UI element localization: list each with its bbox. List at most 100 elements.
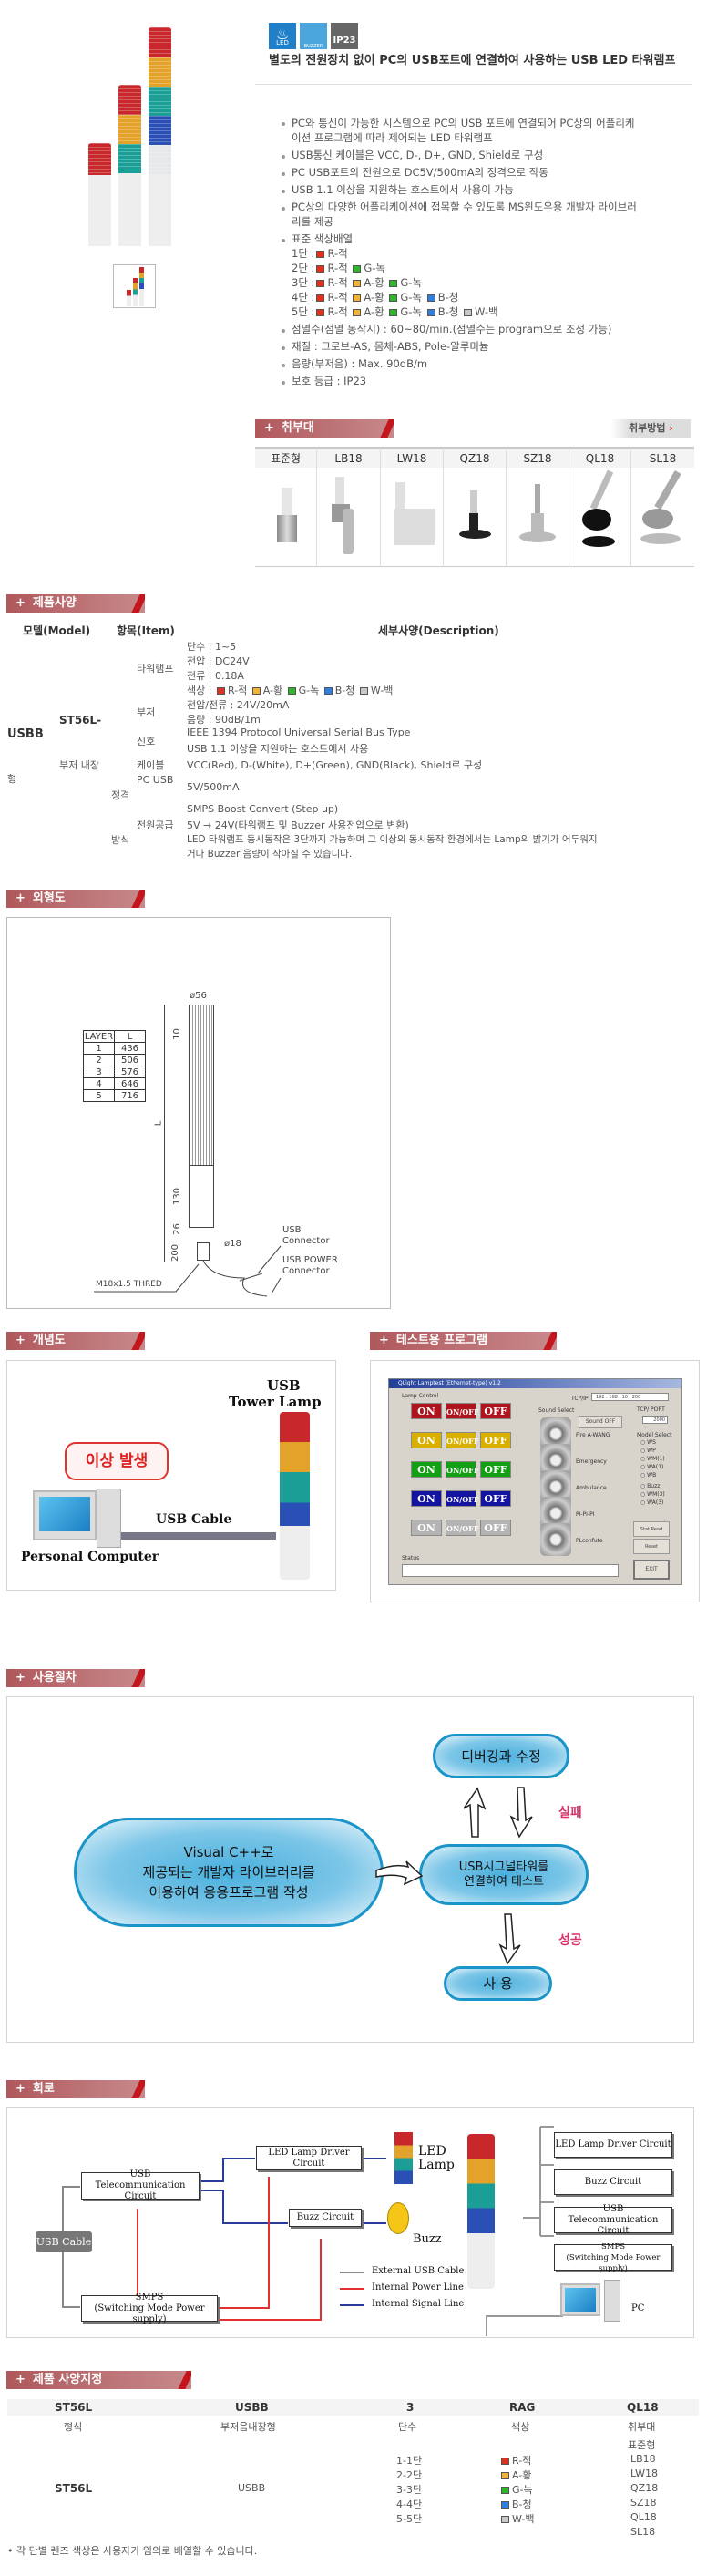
spec-model-note: 부저 내장 (59, 759, 99, 771)
model-radio[interactable]: ○ WM(1) (640, 1456, 665, 1462)
buzz-label: Buzz (413, 2232, 442, 2246)
page-title: 별도의 전원장치 없이 PC의 USB포트에 연결하여 사용하는 USB LED… (269, 54, 676, 67)
mount-image-lw18 (381, 468, 444, 567)
order-code-row (7, 2399, 699, 2416)
on-button[interactable]: ON (411, 1520, 442, 1536)
sound-select-label: Sound Select (538, 1407, 575, 1414)
legend-signal-line: Internal Signal Line (372, 2299, 465, 2309)
monitor-icon (33, 1490, 97, 1540)
model-radio[interactable]: ○ WS (640, 1439, 656, 1446)
spec-desc: LED 타워램프 동시동작은 3단까지 가능하며 그 이상의 동시동작 환경에서… (187, 834, 598, 845)
order-code: USBB (235, 2401, 269, 2414)
spec-header: 모델(Model) (23, 624, 91, 637)
model-radio[interactable]: ○ WB (640, 1472, 657, 1479)
on-button[interactable]: ON (411, 1461, 442, 1478)
model-radio[interactable]: ○ WA(3) (640, 1499, 664, 1506)
mount-col-header: QL18 (569, 447, 631, 468)
sound-label: Ambulance (576, 1485, 607, 1491)
mount-col-header: LW18 (381, 447, 444, 468)
tower-lamp-image (467, 2134, 495, 2289)
pc-tower-icon (604, 2280, 620, 2322)
mount-image-lb18 (317, 468, 381, 567)
alert-bubble: 이상 발생 (65, 1442, 169, 1480)
speaker-icon[interactable] (540, 1523, 571, 1556)
smps-box: SMPS (Switching Mode Power supply) (554, 2242, 672, 2273)
reset-button[interactable]: Reset (633, 1539, 670, 1554)
ip-input[interactable]: 192 . 168 . 10 . 200 (591, 1393, 669, 1401)
tower-lamp-image (280, 1412, 310, 1580)
spec-item: 전원공급 (137, 819, 174, 831)
concept-diagram: USB Tower Lamp 이상 발생 USB Cable Personal … (6, 1360, 336, 1591)
onoff-button[interactable]: ON/OFF (446, 1520, 479, 1536)
port-input[interactable]: 2000 (642, 1416, 668, 1424)
circuit-diagram: USB Cable USB Telecommunication Circuit … (6, 2107, 694, 2338)
buzz-circuit-box: Buzz Circuit (289, 2209, 362, 2227)
start-read-button[interactable]: Stat.Read (633, 1521, 670, 1537)
off-button[interactable]: OFF (480, 1461, 511, 1478)
model-radio[interactable]: ○ WA(1) (640, 1464, 664, 1470)
port-label: TCP/ PORT (637, 1406, 665, 1413)
mount-method-button[interactable]: 취부방법 › (610, 419, 691, 438)
tower-lamp-1tier (88, 143, 111, 246)
success-label: 성공 (558, 1933, 582, 1948)
tcpip-label: TCP/IP (571, 1396, 589, 1402)
off-button[interactable]: OFF (480, 1520, 511, 1536)
buzzer-icon: BUZZER (300, 23, 327, 49)
order-mount: QL18 (630, 2511, 657, 2523)
off-button[interactable]: OFF (480, 1403, 511, 1419)
order-mount: SZ18 (630, 2497, 657, 2509)
spec-item: 신호 (137, 736, 156, 747)
tower-label: Tower Lamp (229, 1394, 322, 1410)
order-tier: 3-3단 (396, 2484, 423, 2496)
sound-label: PI-PI-PI (576, 1511, 595, 1518)
spec-desc-colors: 색상 : R-적 A-황 G-녹 B-청 W-백 (187, 685, 394, 696)
spec-item: 방식 (111, 834, 130, 846)
section-header-order: +제품 사양지정 (6, 2371, 191, 2389)
mount-image-sz18 (507, 468, 569, 567)
feature-item: PC와 통신이 가능한 시스템으로 PC의 USB 포트에 연결되어 PC상의 … (292, 117, 635, 129)
on-button[interactable]: ON (411, 1432, 442, 1448)
spec-desc: 전류 : 0.18A (187, 670, 244, 682)
model-radio[interactable]: ○ Buzz (640, 1483, 661, 1489)
dim-label: ø18 (224, 1239, 241, 1249)
usb-cable-label: USB Cable (156, 1512, 232, 1527)
pc-label: Personal Computer (21, 1550, 159, 1564)
order-mount: QZ18 (630, 2482, 659, 2494)
off-button[interactable]: OFF (480, 1490, 511, 1507)
thumbnail[interactable] (113, 264, 156, 308)
led-driver-box: LED Lamp Driver Circuit (256, 2146, 362, 2170)
off-button[interactable]: OFF (480, 1432, 511, 1448)
sound-off-button[interactable]: Sound OFF (579, 1416, 622, 1428)
model-radio[interactable]: ○ WM(3) (640, 1491, 665, 1498)
tower-lamp-3tier (118, 85, 141, 246)
exit-button[interactable]: EXIT (633, 1560, 670, 1580)
spec-desc: 거나 Buzzer 음량이 작아질 수 있습니다. (187, 849, 353, 860)
tower-lamp-5tier (149, 27, 171, 246)
tier-4: 4단 :R-적 A-황 G-녹 B-청 (292, 291, 459, 304)
arrow-right-icon (375, 1860, 424, 1886)
mount-image-sl18 (631, 468, 694, 567)
buzzer-icon (387, 2202, 409, 2234)
onoff-button[interactable]: ON/OFF (446, 1403, 479, 1419)
usb-telecom-box: USB Telecommunication Circuit (554, 2204, 672, 2236)
dim-line-l (164, 1005, 165, 1262)
onoff-button[interactable]: ON/OFF (446, 1432, 479, 1448)
sound-label: Emergency (576, 1458, 607, 1465)
fail-label: 실패 (558, 1806, 582, 1820)
usb-connector-label: USB (282, 1225, 302, 1235)
spec-desc: USB 1.1 이상을 지원하는 호스트에서 사용 (187, 743, 369, 755)
pc-label: PC (631, 2303, 645, 2313)
onoff-button[interactable]: ON/OFF (446, 1490, 479, 1507)
feature-item-cont: 리를 제공 (292, 215, 333, 228)
on-button[interactable]: ON (411, 1490, 442, 1507)
section-header-procedure: +사용절차 (6, 1669, 145, 1687)
tier-3: 3단 :R-적 A-황 G-녹 (292, 276, 423, 289)
on-button[interactable]: ON (411, 1403, 442, 1419)
onoff-button[interactable]: ON/OFF (446, 1461, 479, 1478)
develop-step: Visual C++로 제공되는 개발자 라이브러리를 이용하여 응용프로그램 … (74, 1818, 384, 1927)
order-buzzer: USBB (238, 2482, 266, 2494)
model-radio[interactable]: ○ WP (640, 1448, 656, 1454)
order-tier: 5-5단 (396, 2513, 423, 2525)
order-code: 3 (406, 2401, 415, 2414)
order-code: ST56L (55, 2401, 93, 2414)
